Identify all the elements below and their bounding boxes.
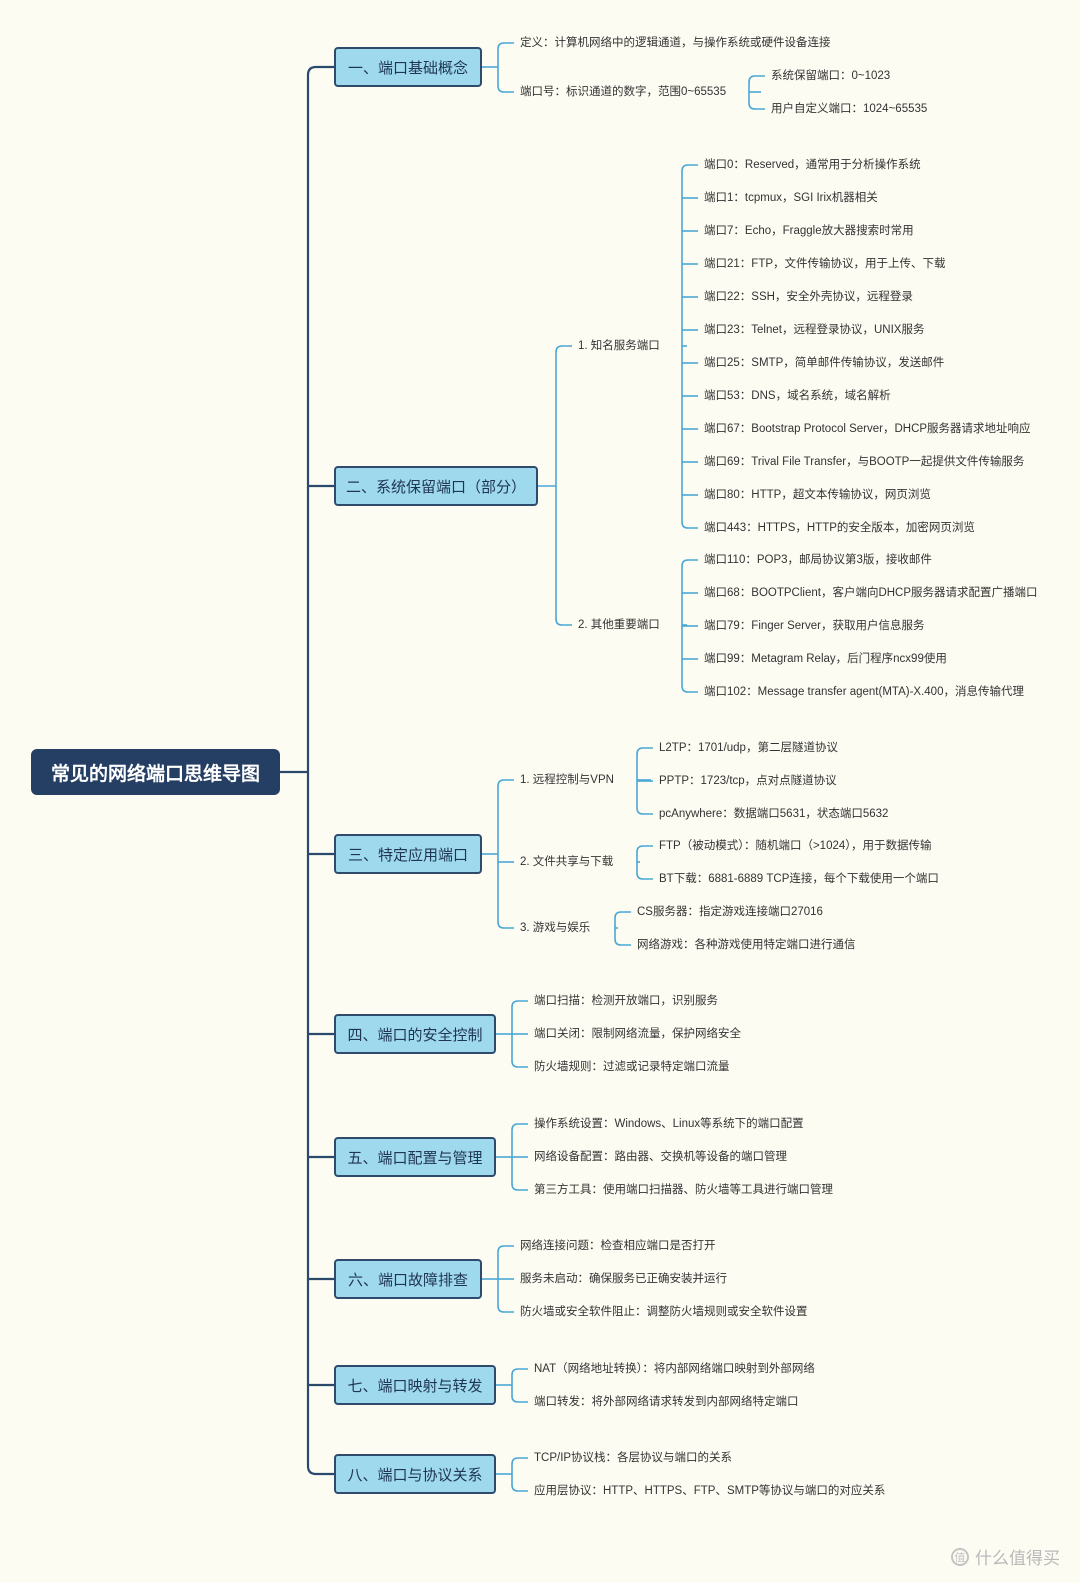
leaf-node[interactable]: L2TP：1701/udp，第二层隧道协议 bbox=[659, 742, 838, 754]
branch-node[interactable]: 端口号：标识通道的数字，范围0~65535 bbox=[520, 86, 727, 98]
branch-node[interactable]: 操作系统设置：Windows、Linux等系统下的端口配置 bbox=[534, 1118, 804, 1130]
leaf-node[interactable]: BT下载：6881-6889 TCP连接，每个下载使用一个端口 bbox=[659, 873, 939, 885]
leaf-node[interactable]: 端口21：FTP，文件传输协议，用于上传、下载 bbox=[704, 258, 946, 270]
mind-map-root-title[interactable]: 常见的网络端口思维导图 bbox=[31, 749, 280, 795]
connector-line bbox=[681, 559, 698, 567]
category-node-1[interactable]: 一、端口基础概念 bbox=[334, 47, 482, 87]
leaf-node[interactable]: 系统保留端口：0~1023 bbox=[771, 70, 891, 82]
branch-node[interactable]: 第三方工具：使用端口扫描器、防火墙等工具进行端口管理 bbox=[534, 1184, 833, 1196]
category-node-6[interactable]: 六、端口故障排查 bbox=[334, 1259, 482, 1299]
leaf-node[interactable]: 端口23：Telnet，远程登录协议，UNIX服务 bbox=[704, 324, 925, 336]
leaf-node[interactable]: CS服务器：指定游戏连接端口27016 bbox=[637, 906, 823, 918]
connector-line bbox=[636, 807, 653, 815]
leaf-node[interactable]: 端口1：tcpmux，SGI Irix机器相关 bbox=[704, 192, 878, 204]
connector-line bbox=[748, 102, 765, 110]
category-node-4[interactable]: 四、端口的安全控制 bbox=[334, 1014, 496, 1054]
branch-node[interactable]: 端口关闭：限制网络流量，保护网络安全 bbox=[534, 1028, 741, 1040]
connector-line bbox=[511, 1395, 528, 1403]
connector-line bbox=[511, 1123, 528, 1131]
leaf-node[interactable]: 端口69：Trival File Transfer，与BOOTP一起提供文件传输… bbox=[704, 456, 1025, 468]
connector-line bbox=[555, 618, 572, 626]
connector-line bbox=[497, 921, 514, 929]
connector-line bbox=[636, 747, 653, 755]
category-node-3[interactable]: 三、特定应用端口 bbox=[334, 834, 482, 874]
category-node-5[interactable]: 五、端口配置与管理 bbox=[334, 1137, 496, 1177]
branch-node[interactable]: 网络连接问题：检查相应端口是否打开 bbox=[520, 1240, 716, 1252]
connector-line bbox=[511, 1457, 528, 1465]
connector-line bbox=[555, 345, 572, 353]
connector-line bbox=[497, 42, 514, 50]
leaf-node[interactable]: 端口7：Echo，Fraggle放大器搜索时常用 bbox=[704, 225, 914, 237]
leaf-node[interactable]: 端口80：HTTP，超文本传输协议，网页浏览 bbox=[704, 489, 931, 501]
leaf-node[interactable]: 端口22：SSH，安全外壳协议，远程登录 bbox=[704, 291, 913, 303]
connector-line bbox=[497, 85, 514, 93]
connector-line bbox=[306, 1465, 334, 1476]
leaf-node[interactable]: 端口99：Metagram Relay，后门程序ncx99使用 bbox=[704, 653, 947, 665]
leaf-node[interactable]: pcAnywhere：数据端口5631，状态端口5632 bbox=[659, 808, 889, 820]
connector-line bbox=[497, 779, 514, 787]
leaf-node[interactable]: 端口53：DNS，域名系统，域名解析 bbox=[704, 390, 891, 402]
connector-line bbox=[681, 685, 698, 693]
branch-node[interactable]: 2. 其他重要端口 bbox=[578, 619, 660, 631]
branch-node[interactable]: 端口转发：将外部网络请求转发到内部网络特定端口 bbox=[534, 1396, 799, 1408]
leaf-node[interactable]: FTP（被动模式）：随机端口（>1024），用于数据传输 bbox=[659, 840, 932, 852]
branch-node[interactable]: NAT（网络地址转换）：将内部网络端口映射到外部网络 bbox=[534, 1363, 815, 1375]
branch-node[interactable]: 防火墙或安全软件阻止：调整防火墙规则或安全软件设置 bbox=[520, 1306, 808, 1318]
leaf-node[interactable]: 网络游戏：各种游戏使用特定端口进行通信 bbox=[637, 939, 856, 951]
connector-line bbox=[511, 1000, 528, 1008]
leaf-node[interactable]: 端口68：BOOTPClient，客户端向DHCP服务器请求配置广播端口 bbox=[704, 587, 1038, 599]
connector-line bbox=[511, 1368, 528, 1376]
leaf-node[interactable]: 用户自定义端口：1024~65535 bbox=[771, 103, 928, 115]
branch-node[interactable]: 3. 游戏与娱乐 bbox=[520, 922, 591, 934]
branch-node[interactable]: 定义：计算机网络中的逻辑通道，与操作系统或硬件设备连接 bbox=[520, 37, 831, 49]
leaf-node[interactable]: 端口67：Bootstrap Protocol Server，DHCP服务器请求… bbox=[704, 423, 1031, 435]
branch-node[interactable]: 端口扫描：检测开放端口，识别服务 bbox=[534, 995, 718, 1007]
connector-line bbox=[306, 65, 334, 76]
branch-node[interactable]: 网络设备配置：路由器、交换机等设备的端口管理 bbox=[534, 1151, 787, 1163]
category-node-2[interactable]: 二、系统保留端口（部分） bbox=[334, 466, 538, 506]
connector-line bbox=[614, 938, 631, 946]
connector-line bbox=[636, 845, 653, 853]
connector-line bbox=[497, 1245, 514, 1253]
branch-node[interactable]: 2. 文件共享与下载 bbox=[520, 856, 614, 868]
connector-line bbox=[748, 75, 765, 83]
leaf-node[interactable]: 端口79：Finger Server，获取用户信息服务 bbox=[704, 620, 925, 632]
leaf-node[interactable]: 端口25：SMTP，简单邮件传输协议，发送邮件 bbox=[704, 357, 945, 369]
category-node-7[interactable]: 七、端口映射与转发 bbox=[334, 1365, 496, 1405]
watermark: 值 什么值得买 bbox=[951, 1544, 1060, 1569]
branch-node[interactable]: 防火墙规则：过滤或记录特定端口流量 bbox=[534, 1061, 730, 1073]
branch-node[interactable]: TCP/IP协议栈：各层协议与端口的关系 bbox=[534, 1452, 733, 1464]
connector-line bbox=[497, 1305, 514, 1313]
leaf-node[interactable]: 端口102：Message transfer agent(MTA)-X.400，… bbox=[704, 686, 1024, 698]
leaf-node[interactable]: 端口443：HTTPS，HTTP的安全版本，加密网页浏览 bbox=[704, 522, 975, 534]
connector-line bbox=[636, 872, 653, 880]
zhi-icon: 值 bbox=[951, 1547, 969, 1566]
branch-node[interactable]: 应用层协议：HTTP、HTTPS、FTP、SMTP等协议与端口的对应关系 bbox=[534, 1485, 886, 1497]
connector-line bbox=[614, 911, 631, 919]
connector-line bbox=[511, 1484, 528, 1492]
connector-line bbox=[681, 521, 698, 529]
connector-line bbox=[681, 164, 698, 172]
branch-node[interactable]: 1. 远程控制与VPN bbox=[520, 774, 614, 786]
leaf-node[interactable]: 端口0：Reserved，通常用于分析操作系统 bbox=[704, 159, 921, 171]
connector-line bbox=[511, 1183, 528, 1191]
leaf-node[interactable]: PPTP：1723/tcp，点对点隧道协议 bbox=[659, 775, 837, 787]
connector-line bbox=[511, 1060, 528, 1068]
leaf-node[interactable]: 端口110：POP3，邮局协议第3版，接收邮件 bbox=[704, 554, 932, 566]
category-node-8[interactable]: 八、端口与协议关系 bbox=[334, 1454, 496, 1494]
branch-node[interactable]: 1. 知名服务端口 bbox=[578, 340, 660, 352]
branch-node[interactable]: 服务未启动：确保服务已正确安装并运行 bbox=[520, 1273, 727, 1285]
watermark-text: 什么值得买 bbox=[975, 1549, 1060, 1568]
